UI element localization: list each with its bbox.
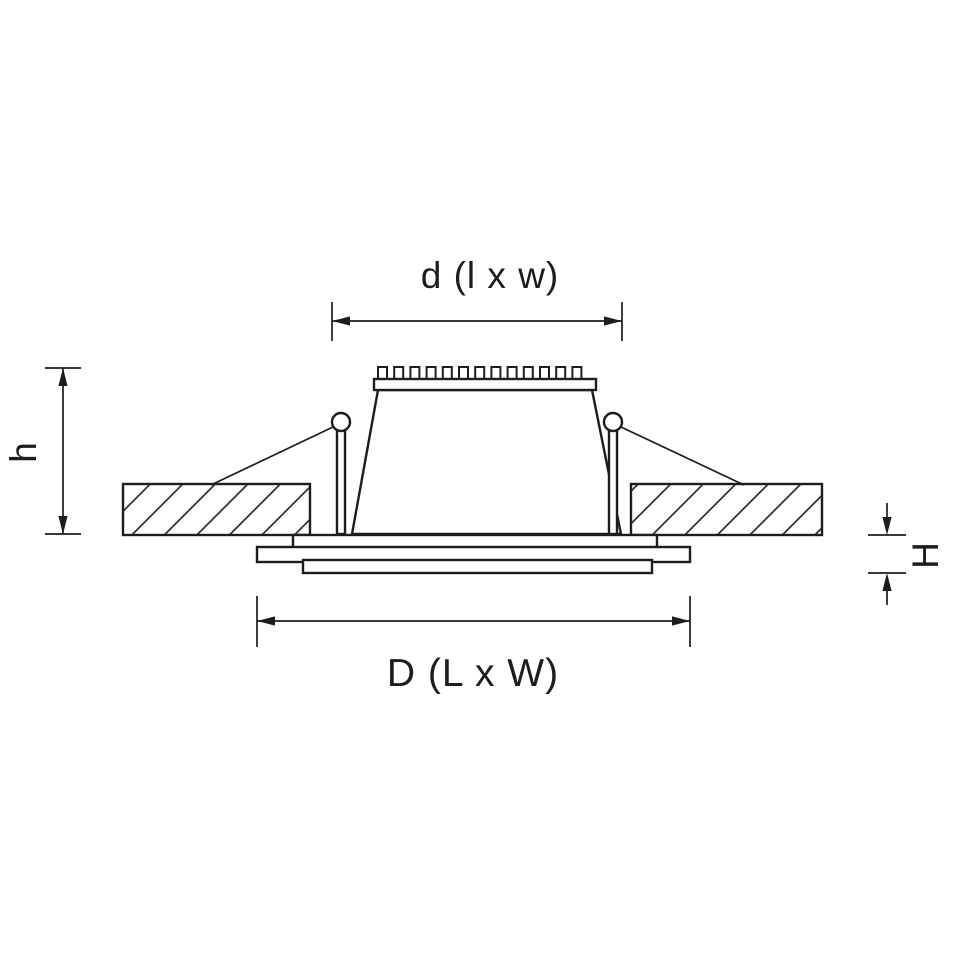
arrowhead-right-icon xyxy=(672,616,690,626)
spring-arm-right xyxy=(620,426,745,486)
ceiling-section xyxy=(121,482,824,537)
spring-pivot-right xyxy=(602,411,624,433)
heatsink-fins xyxy=(377,366,583,380)
dimension-bottom-D: D (L x W) xyxy=(256,596,691,695)
spring-rod-right xyxy=(607,428,619,536)
dimension-top-d: d (l x w) xyxy=(331,255,623,341)
ceiling-left-hatched xyxy=(121,482,312,537)
dimension-label-h: h xyxy=(3,441,44,463)
dimension-label-D: D (L x W) xyxy=(387,652,559,695)
arrowhead-right-icon xyxy=(604,316,622,326)
dimension-left-h: h xyxy=(3,367,81,535)
spring-arm-left xyxy=(210,426,334,486)
arrowhead-up-icon xyxy=(58,368,68,386)
heatsink-base xyxy=(372,377,598,392)
arrowhead-left-icon xyxy=(257,616,275,626)
arrowhead-left-icon xyxy=(332,316,350,326)
arrowhead-up-icon xyxy=(882,573,892,591)
spring-rod-left xyxy=(335,428,347,536)
trim-layer-bottom xyxy=(301,558,654,575)
lamp-body-group xyxy=(350,366,623,536)
trim-flange xyxy=(255,533,692,575)
arrowhead-down-icon xyxy=(58,516,68,534)
dimension-label-d: d (l x w) xyxy=(421,255,560,296)
spring-pivot-left xyxy=(330,411,352,433)
arrowhead-down-icon xyxy=(882,517,892,535)
ceiling-right-hatched xyxy=(629,482,824,537)
dimension-label-H: H xyxy=(905,541,946,569)
lamp-body xyxy=(350,388,623,536)
dimension-right-H: H xyxy=(868,503,946,605)
